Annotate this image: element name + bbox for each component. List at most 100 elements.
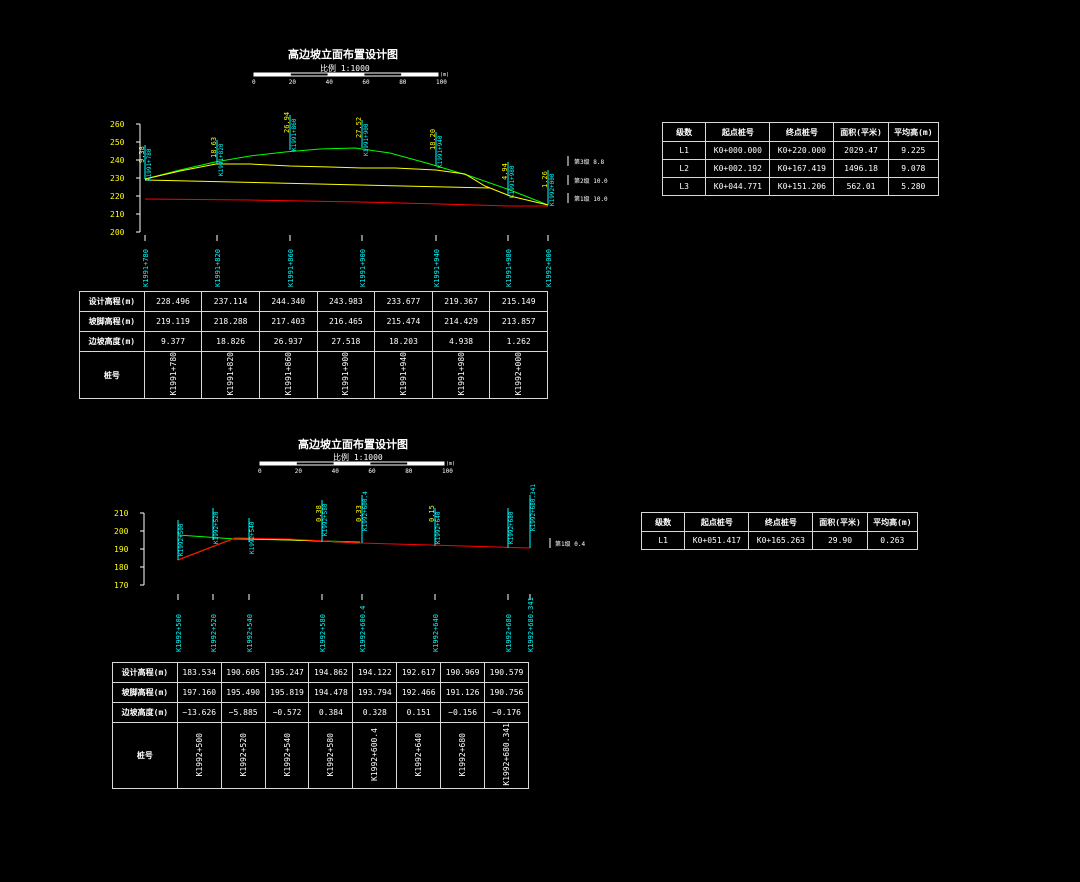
summary-cell: 5.280 [887,177,940,196]
table-cell: 233.677 [374,291,433,312]
row-label: 设计高程(m) [112,662,178,683]
table-cell: 190.579 [484,662,529,683]
table-cell: −13.626 [176,702,222,723]
table-cell: 228.496 [143,291,203,312]
table-cell: −0.176 [484,702,529,723]
stake-cell-label: K1992+540 [282,732,292,777]
summary-cell: 29.90 [812,531,868,550]
table-cell: 244.340 [258,291,318,312]
table-cell: 195.490 [220,682,266,703]
summary-header-cell: 级数 [661,122,707,142]
summary-cell: L3 [661,177,707,196]
slope-height-label: 9.38 [138,146,146,163]
stake-label: K1991+860 [291,118,298,151]
stake-label: K1991+820 [218,143,225,176]
summary-cell: L1 [661,141,707,160]
stake-cell: K1991+860 [258,351,318,399]
stake-cell-label: K1991+860 [283,352,293,396]
row-label: 桩号 [112,722,178,789]
stake-cell-label: K1992+640 [414,732,424,777]
bottom-stake-label: K1992+580 [319,614,327,652]
table-cell: 183.534 [176,662,222,683]
bottom-stake-label: K1992+640 [432,614,440,652]
table-cell: 27.518 [316,331,376,352]
table-cell: 190.605 [220,662,266,683]
table-cell: 194.478 [308,682,354,703]
drawing1-title: 高边坡立面布置设计图 [288,48,398,61]
table-cell: 194.862 [308,662,354,683]
slope-height-label: 0.38 [315,505,323,522]
bottom-stake-label: K1991+820 [214,249,222,287]
stake-row: 桩号 K1992+500 K1992+520 K1992+540 K1992+580 K1… [112,722,529,789]
stake-cell-label: K1992+500 [194,732,204,777]
table-cell: 237.114 [201,291,260,312]
table-cell: 9.377 [143,331,203,352]
level-label: 第1级 10.0 [574,195,608,203]
row-label: 坡脚高程(m) [79,311,145,332]
drawing2-scale-label: 比例 1:1000 [333,453,383,462]
scale-tick-label: 20 [295,468,303,475]
summary-header-cell: 起点桩号 [705,122,771,142]
summary-header-cell: 起点桩号 [684,512,750,532]
slope-height-label: 0.33 [355,505,363,522]
stake-label: K1992+500 [178,523,185,556]
slope-height-label: 0.15 [428,505,436,522]
summary-cell: K0+002.192 [705,159,771,178]
table-cell: 0.328 [352,702,398,723]
stake-label: K1991+780 [146,148,153,181]
stake-cell: K1992+680.341 [484,722,529,789]
y-tick-label: 210 [110,210,125,219]
bottom-stake-label: K1992+500 [175,614,183,652]
level-label: 第1级 0.4 [555,540,585,548]
scale-unit-label: (m) [440,72,449,78]
table-cell: 192.617 [396,662,442,683]
stake-cell-label: K1991+820 [226,352,236,396]
summary-cell: 0.263 [866,531,919,550]
table-cell: 214.429 [431,311,491,332]
summary-cell: 9.078 [887,159,940,178]
table-cell: 190.969 [440,662,486,683]
summary-header-cell: 终点桩号 [748,512,814,532]
bottom-stake-label: K1991+940 [433,249,441,287]
summary-cell: K0+151.206 [769,177,835,196]
stake-cell: K1992+520 [220,722,266,789]
scale-tick-label: 100 [442,468,453,475]
row-label: 边坡高度(m) [112,702,178,723]
y-tick-label: 230 [110,174,125,183]
table-cell: 0.151 [396,702,442,723]
scale-tick-label: 40 [326,79,334,86]
stake-label: K1992+520 [213,511,220,544]
summary-cell: 9.225 [887,141,940,160]
summary-header-cell: 平均高(m) [866,512,919,532]
summary-cell: K0+165.263 [748,531,814,550]
stake-cell: K1992+640 [396,722,442,789]
stake-cell: K1992+600.4 [352,722,398,789]
bottom-stake-label: K1991+980 [505,249,513,287]
table-cell: 213.857 [489,311,548,332]
stake-cell: K1991+780 [143,351,203,399]
row-label: 边坡高度(m) [79,331,145,352]
stake-cell-label: K1992+580 [326,732,336,777]
summary-cell: K0+220.000 [769,141,835,160]
table-cell: 194.122 [352,662,398,683]
table-cell: 217.403 [258,311,318,332]
slope-height-label: 18.63 [210,137,218,158]
table-cell: 243.983 [316,291,376,312]
level-label: 第2级 10.0 [574,177,608,185]
drawing1-design-line [144,163,549,206]
bottom-stake-label: K1992+540 [246,614,254,652]
scale-tick-label: 60 [362,79,370,86]
stake-cell-label: K1991+900 [341,352,351,396]
table-cell: 219.367 [431,291,491,312]
scale-tick-label: 100 [436,79,447,86]
bottom-stake-label: K1991+860 [287,249,295,287]
table-cell: 4.938 [431,331,491,352]
table-cell: 197.160 [176,682,222,703]
